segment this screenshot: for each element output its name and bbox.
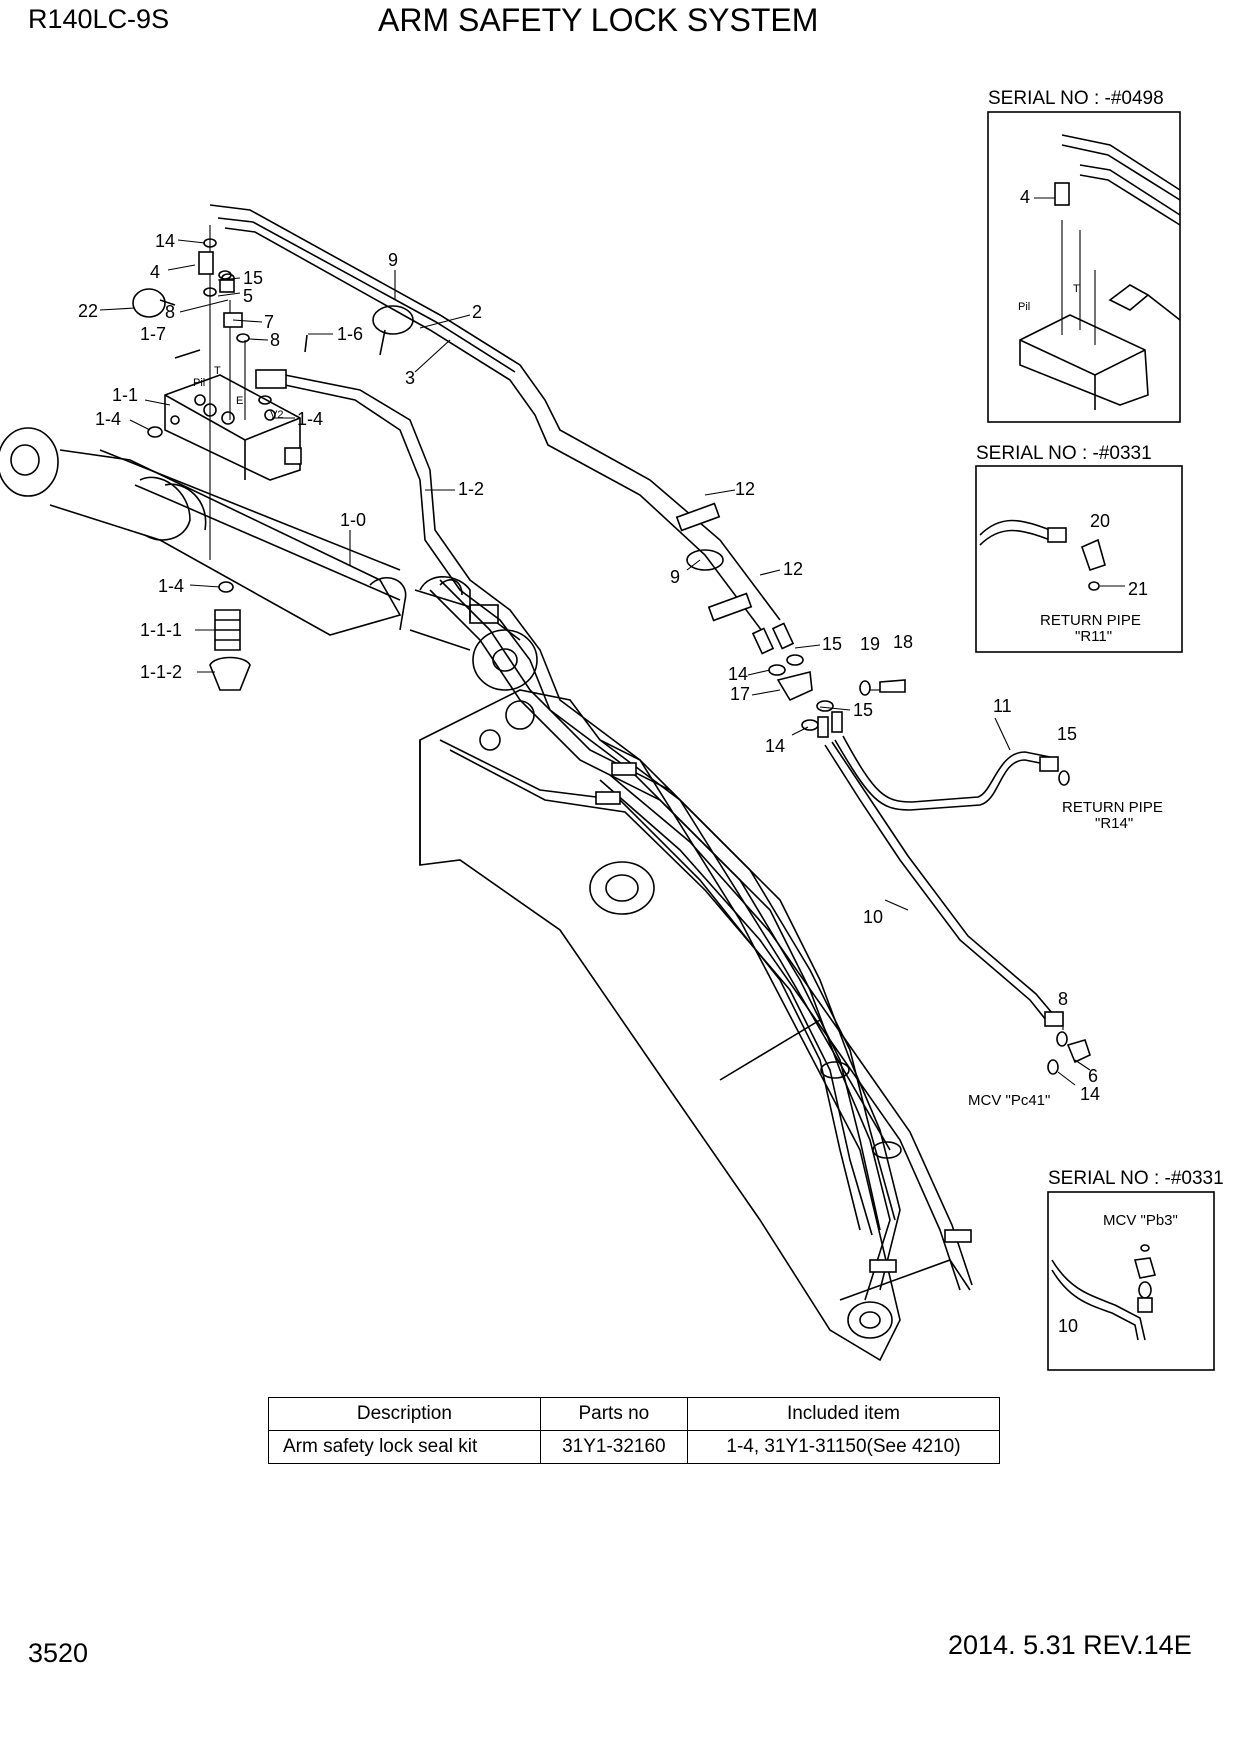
inset-serial-0498: SERIAL NO : -#0498 4 Pil T [987, 88, 1181, 423]
port-label: T [1073, 283, 1080, 295]
callout: 1-1-1 [140, 620, 182, 640]
callout: 8 [270, 330, 280, 350]
callout: 3 [405, 368, 415, 388]
note-mcv-pb3: MCV "Pb3" [1103, 1212, 1178, 1229]
inset-serial-label: SERIAL NO : -#0331 [1048, 1168, 1224, 1189]
port-label-t: T [214, 365, 221, 377]
pipe-fittings [751, 622, 1091, 1075]
table-cell-included-item: 1-4, 31Y1-31150(See 4210) [686, 1430, 1001, 1464]
port-label-pil: Pil [193, 377, 205, 389]
table-row: Arm safety lock seal kit 31Y1-32160 1-4,… [268, 1430, 1001, 1464]
page-number: 3520 [28, 1638, 89, 1668]
port-label: Pil [1018, 301, 1030, 313]
callout: 1-6 [337, 324, 363, 344]
port-label-v2: V2 [270, 409, 283, 421]
safety-lock-valve: Pil T E V2 [164, 365, 302, 481]
callout: 12 [735, 479, 755, 499]
callout: 4 [1020, 187, 1030, 207]
column-header: Included item [686, 1397, 1001, 1431]
revision-date: 2014. 5.31 REV.14E [948, 1630, 1192, 1660]
callout: 1-4 [297, 409, 323, 429]
callout: 1-4 [95, 409, 121, 429]
callout: 6 [1088, 1066, 1098, 1086]
hose-lines [209, 204, 1059, 1301]
note-return-r14-id: "R14" [1095, 815, 1133, 832]
valve-fittings [132, 225, 308, 691]
callout: 14 [155, 231, 175, 251]
leader-lines [99, 239, 1091, 1086]
callout: 19 [860, 634, 880, 654]
column-header: Parts no [539, 1397, 688, 1431]
callout: 17 [730, 684, 750, 704]
callout: 14 [1080, 1084, 1100, 1104]
callout: 1-4 [158, 576, 184, 596]
inset-serial-0331-pb3: SERIAL NO : -#0331 MCV "Pb3" 10 [1047, 1168, 1224, 1371]
callout: 15 [822, 634, 842, 654]
inset-serial-label: SERIAL NO : -#0331 [976, 443, 1152, 464]
callout: 21 [1128, 579, 1148, 599]
callout: 2 [472, 302, 482, 322]
port-label-e: E [236, 395, 243, 407]
callout: 10 [863, 907, 883, 927]
callout: 12 [783, 559, 803, 579]
note-return-r14: RETURN PIPE [1062, 799, 1163, 816]
callout: 8 [1058, 989, 1068, 1009]
table-cell-description: Arm safety lock seal kit [268, 1430, 541, 1464]
inset-serial-label: SERIAL NO : -#0498 [988, 88, 1164, 109]
inset-serial-0331-return: SERIAL NO : -#0331 20 21 RETURN PIPE "R1… [975, 443, 1183, 653]
callout: 9 [388, 250, 398, 270]
callout: 22 [78, 301, 98, 321]
model-code: R140LC-9S [28, 4, 170, 34]
main-callouts: 14 4 15 5 22 8 7 1-7 8 1-6 9 2 3 1-1 1-4… [78, 231, 1163, 1109]
callout: 1-1-2 [140, 662, 182, 682]
note-return-r11: RETURN PIPE [1040, 612, 1141, 629]
callout: 15 [853, 700, 873, 720]
callout: 10 [1058, 1316, 1078, 1336]
callout: 8 [165, 302, 175, 322]
callout: 18 [893, 632, 913, 652]
column-header: Description [268, 1397, 541, 1431]
callout: 14 [728, 664, 748, 684]
callout: 1-7 [140, 324, 166, 344]
callout: 14 [765, 736, 785, 756]
callout: 1-0 [340, 510, 366, 530]
callout: 4 [150, 262, 160, 282]
callout: 20 [1090, 511, 1110, 531]
callout: 5 [243, 286, 253, 306]
table-cell-parts-no: 31Y1-32160 [539, 1430, 688, 1464]
note-mcv-pc41: MCV "Pc41" [968, 1092, 1050, 1109]
callout: 11 [993, 696, 1012, 716]
callout: 15 [243, 268, 263, 288]
callout: 1-2 [458, 479, 484, 499]
seal-kit-table: Description Parts no Included item Arm s… [268, 1397, 1001, 1464]
note-return-r11-id: "R11" [1075, 628, 1112, 645]
callout: 15 [1057, 724, 1077, 744]
callout: 9 [670, 567, 680, 587]
page-title: ARM SAFETY LOCK SYSTEM [378, 2, 819, 38]
callout: 7 [264, 312, 274, 332]
hose-clamps [372, 305, 972, 1273]
table-header-row: Description Parts no Included item [268, 1397, 1001, 1431]
callout: 1-1 [112, 385, 138, 405]
